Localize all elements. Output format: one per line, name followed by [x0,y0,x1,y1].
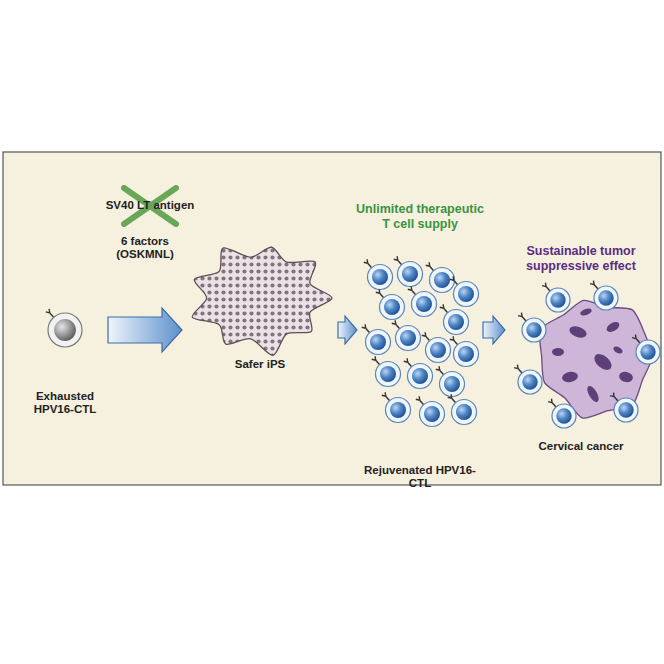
node-illustration [508,282,654,432]
tumor-spot [618,370,634,383]
node-label: Exhausted HPV16-CTL [20,390,110,416]
t-cell [448,394,477,424]
t-cell [372,356,401,386]
t-cell [542,283,570,312]
t-cell [436,366,465,396]
node-label: Cervical cancer [521,440,641,453]
t-cell [404,358,433,388]
block-arrow [338,316,357,344]
node-illustration [360,262,480,434]
tumor-spot [568,324,588,340]
t-cell [514,365,542,394]
t-cell [610,393,638,422]
t-cell [426,262,455,292]
tumor-spot [605,320,621,334]
block-arrow [483,316,505,344]
t-cell [440,304,469,334]
tumor-spot [585,384,601,404]
t-cell [364,259,393,289]
tumor-spot [579,307,592,317]
t-cell [590,281,618,310]
node-label: Safer iPS [200,358,320,371]
t-cell-cluster: Unlimited therapeutic T cell supplyRejuv… [360,262,480,434]
t-cell [422,332,451,362]
t-cell [450,336,479,366]
t-cell [518,313,546,342]
t-cell [362,324,391,354]
ips-colony [192,247,332,355]
t-cell [632,335,660,364]
tumor-spot [552,348,564,356]
tumor-spot [561,371,578,384]
panel [3,152,661,485]
node-label: Rejuvenated HPV16-CTL [355,464,485,490]
ips-cell: Safer iPS [185,240,335,356]
t-cell [394,256,423,286]
node-illustration [25,292,105,388]
node-heading: Sustainable tumor suppressive effect [521,244,641,274]
exhausted-t-cell [46,309,82,347]
t-cell [392,320,421,350]
arrow-label: 6 factors (OSKMNL) [105,235,185,261]
tumor-mass [540,300,652,418]
exhausted-cell: Exhausted HPV16-CTL [25,292,105,388]
t-cell [450,276,479,306]
t-cell [548,399,576,428]
note-label: SV40 LT antigen [85,199,215,212]
t-cell [376,289,405,319]
tumor-spot [591,351,614,373]
t-cell [382,392,411,422]
t-cell [416,396,445,426]
tumor: Sustainable tumor suppressive effectCerv… [508,282,654,432]
block-arrow [108,308,182,352]
tumor-spot [612,345,624,355]
node-heading: Unlimited therapeutic T cell supply [355,202,485,232]
node-illustration [185,240,335,356]
t-cell [408,286,437,316]
